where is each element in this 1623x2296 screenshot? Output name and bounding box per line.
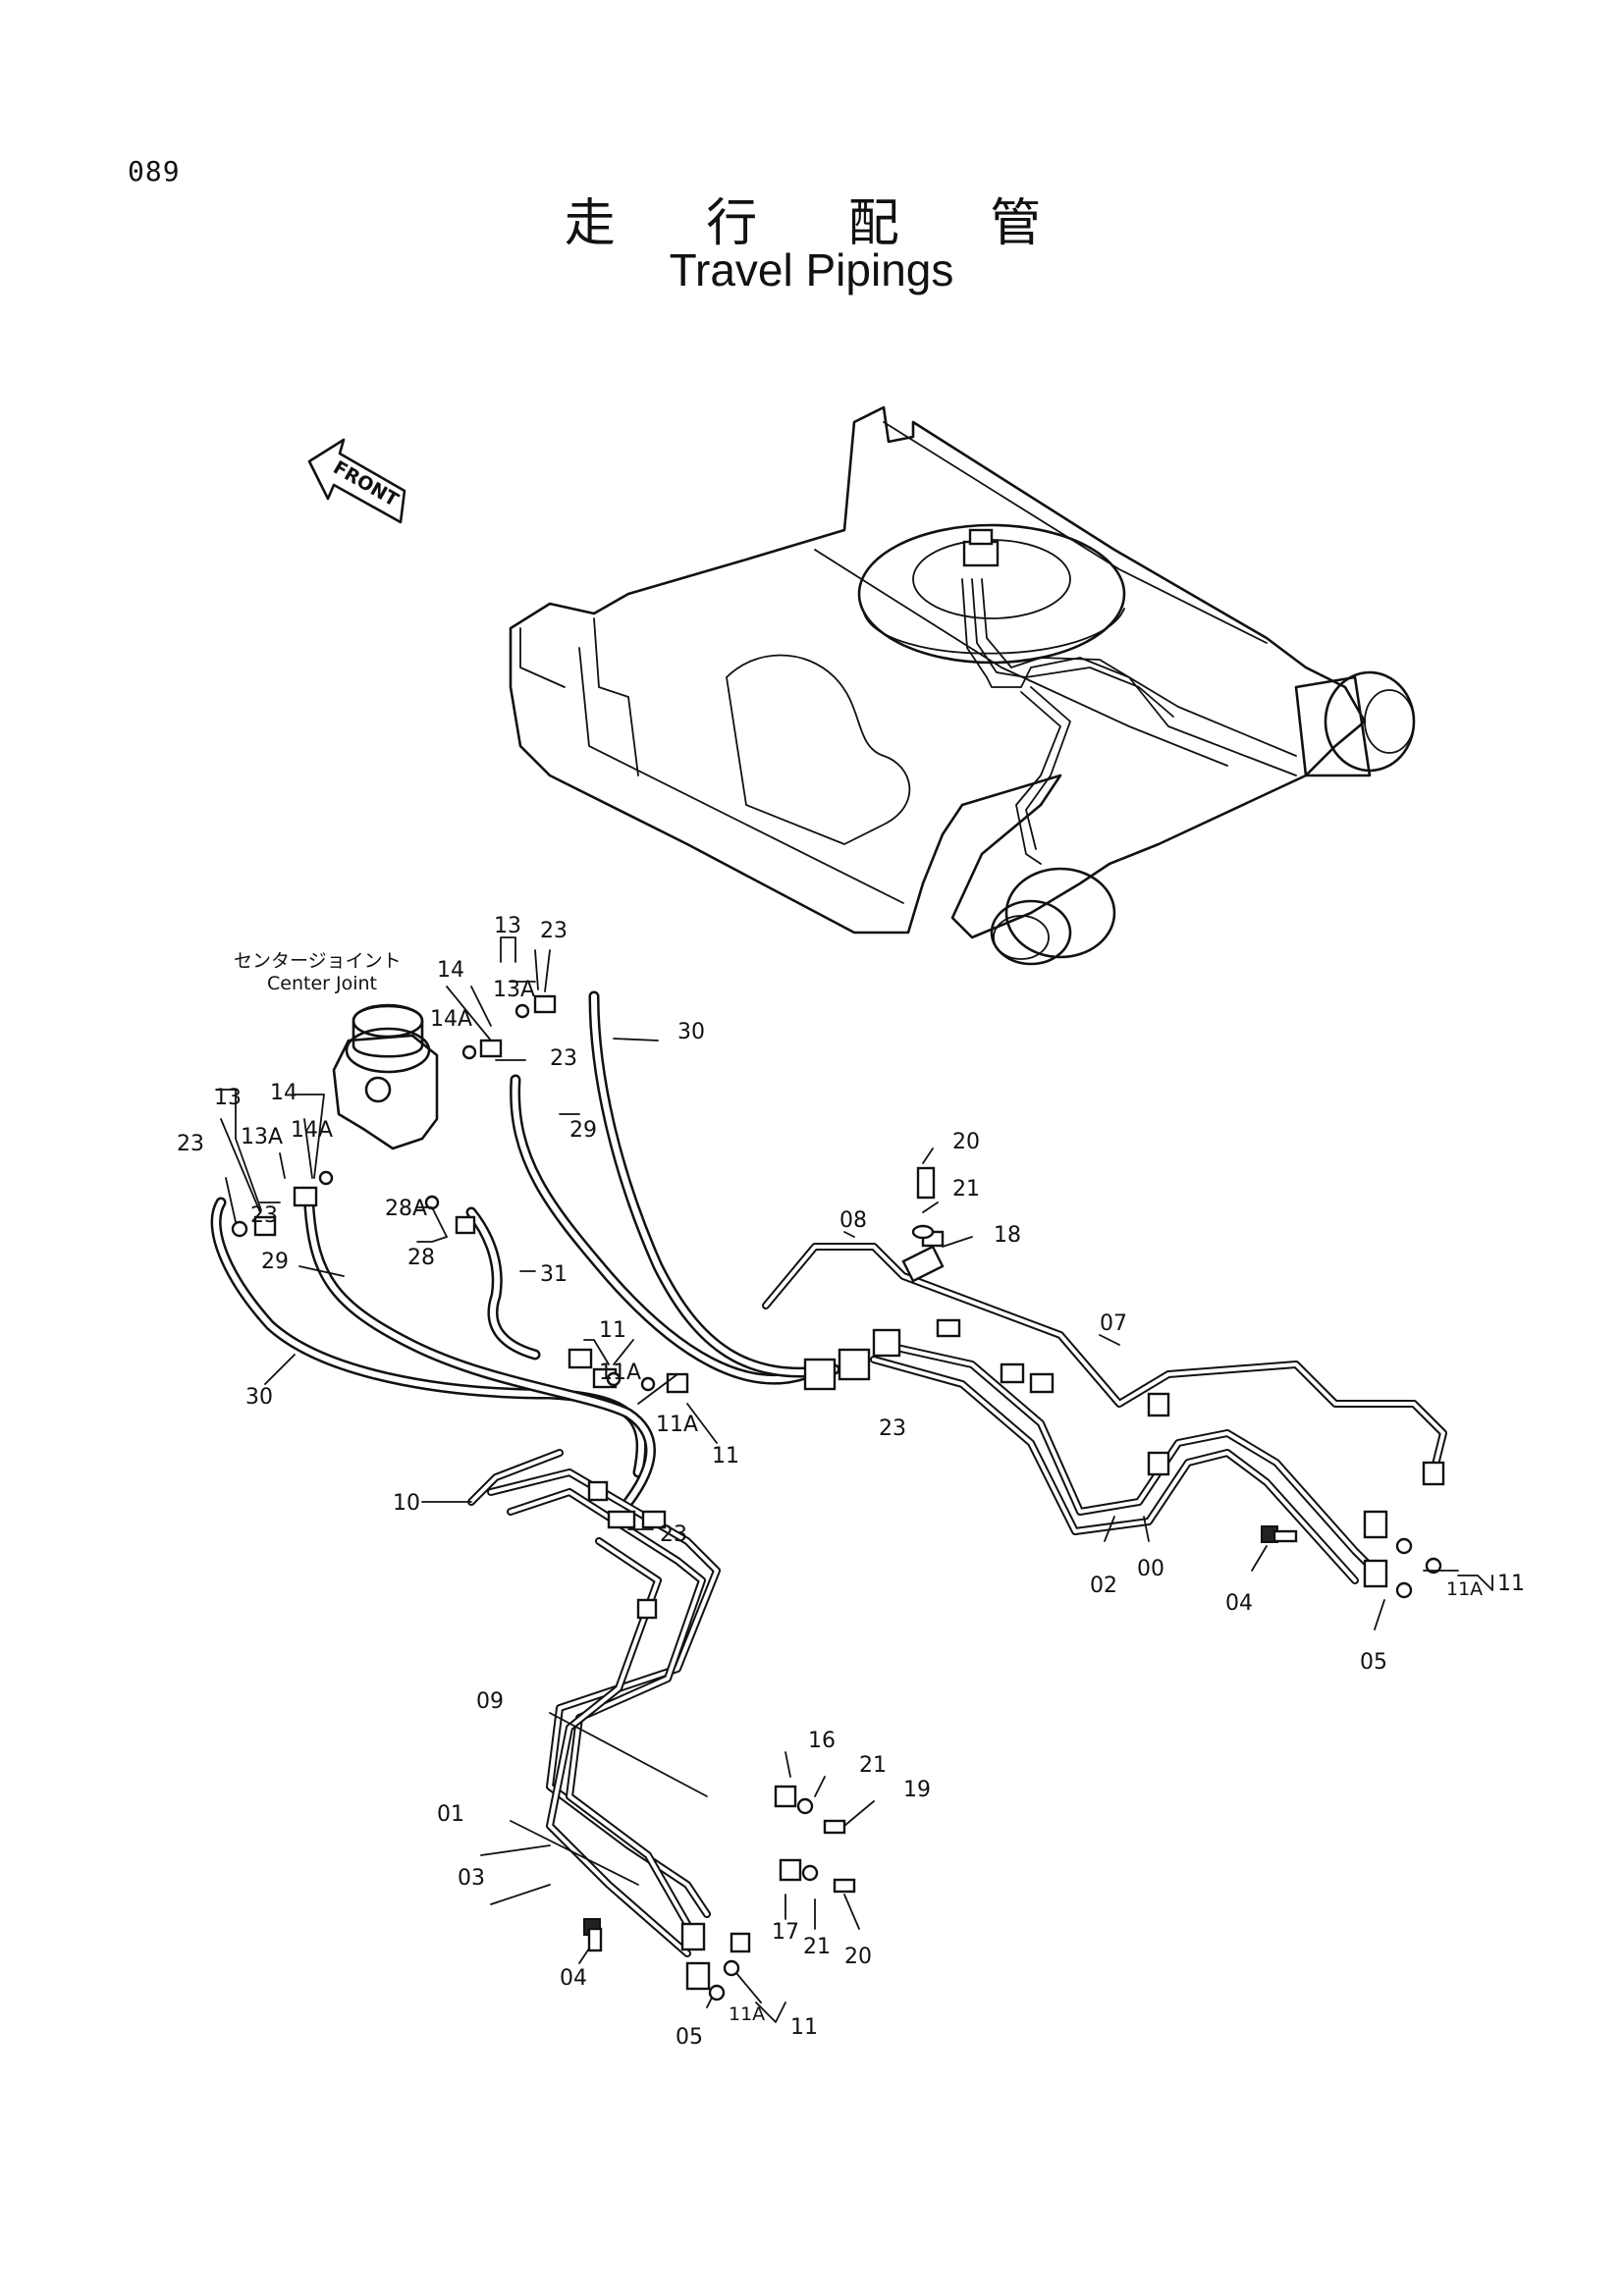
label-11A: 11A [599,1361,641,1385]
steel-pipes [467,1243,1447,1957]
label-21: 21 [952,1177,980,1201]
label-11A: 11A [1446,1578,1483,1600]
label-11: 11 [712,1444,739,1468]
label-21: 21 [803,1935,831,1959]
front-arrow-icon: FRONT [307,438,406,524]
label-28: 28 [407,1246,435,1270]
label-23: 23 [250,1203,278,1228]
label-23: 23 [550,1046,577,1071]
label-11: 11 [1497,1572,1525,1596]
label-31: 31 [540,1262,568,1287]
label-29: 29 [261,1250,289,1274]
label-20: 20 [844,1945,872,1969]
center-joint-label-jp: センタージョイント [234,950,402,972]
center-joint: センタージョイント Center Joint [234,950,439,1150]
hoses [210,990,840,1508]
label-16: 16 [808,1729,836,1753]
title-english: Travel Pipings [669,244,954,295]
title-japanese: 走 行 配 管 [564,194,1079,253]
label-20: 20 [952,1130,980,1154]
label-23: 23 [660,1522,687,1547]
label-19: 19 [903,1778,931,1802]
label-14A: 14A [291,1118,333,1143]
label-11: 11 [599,1318,626,1343]
label-11A: 11A [656,1413,698,1437]
label-05: 05 [1360,1650,1387,1675]
label-23: 23 [540,919,568,943]
label-02: 02 [1090,1574,1117,1598]
label-01: 01 [437,1802,464,1827]
travel-motor-rear [1294,670,1416,777]
label-04: 04 [1225,1591,1253,1616]
label-21: 21 [859,1753,887,1778]
fitting-13-left [253,1215,277,1237]
label-14A: 14A [430,1007,472,1032]
label-14: 14 [437,958,464,983]
label-10: 10 [393,1491,420,1516]
label-17: 17 [772,1920,799,1945]
label-30: 30 [677,1020,705,1044]
label-13A: 13A [241,1125,283,1149]
label-00: 00 [1137,1557,1164,1581]
label-11A: 11A [729,2003,765,2025]
label-13: 13 [214,1086,242,1110]
label-13: 13 [494,914,521,938]
label-29: 29 [569,1118,597,1143]
label-14: 14 [270,1081,298,1105]
page-number: 089 [128,155,181,187]
label-03: 03 [458,1866,485,1891]
label-13A: 13A [493,978,535,1002]
label-08: 08 [839,1208,867,1233]
label-11: 11 [790,2015,818,2040]
label-30: 30 [245,1385,273,1410]
label-18: 18 [994,1223,1021,1248]
track-frame [509,405,1416,966]
label-07: 07 [1100,1311,1127,1336]
label-28A: 28A [385,1197,427,1221]
center-joint-label-en: Center Joint [267,973,377,994]
label-04: 04 [560,1966,587,1991]
travel-motor-front [990,867,1116,966]
label-05: 05 [676,2025,703,2050]
label-09: 09 [476,1689,504,1714]
part-labels: 13 23 13A 14 14A 23 30 13 14 13A 14A 23 … [177,914,1525,2050]
label-23: 23 [879,1416,906,1441]
label-23: 23 [177,1132,204,1156]
fittings [231,994,1445,2002]
leader-lines [215,936,1493,2023]
